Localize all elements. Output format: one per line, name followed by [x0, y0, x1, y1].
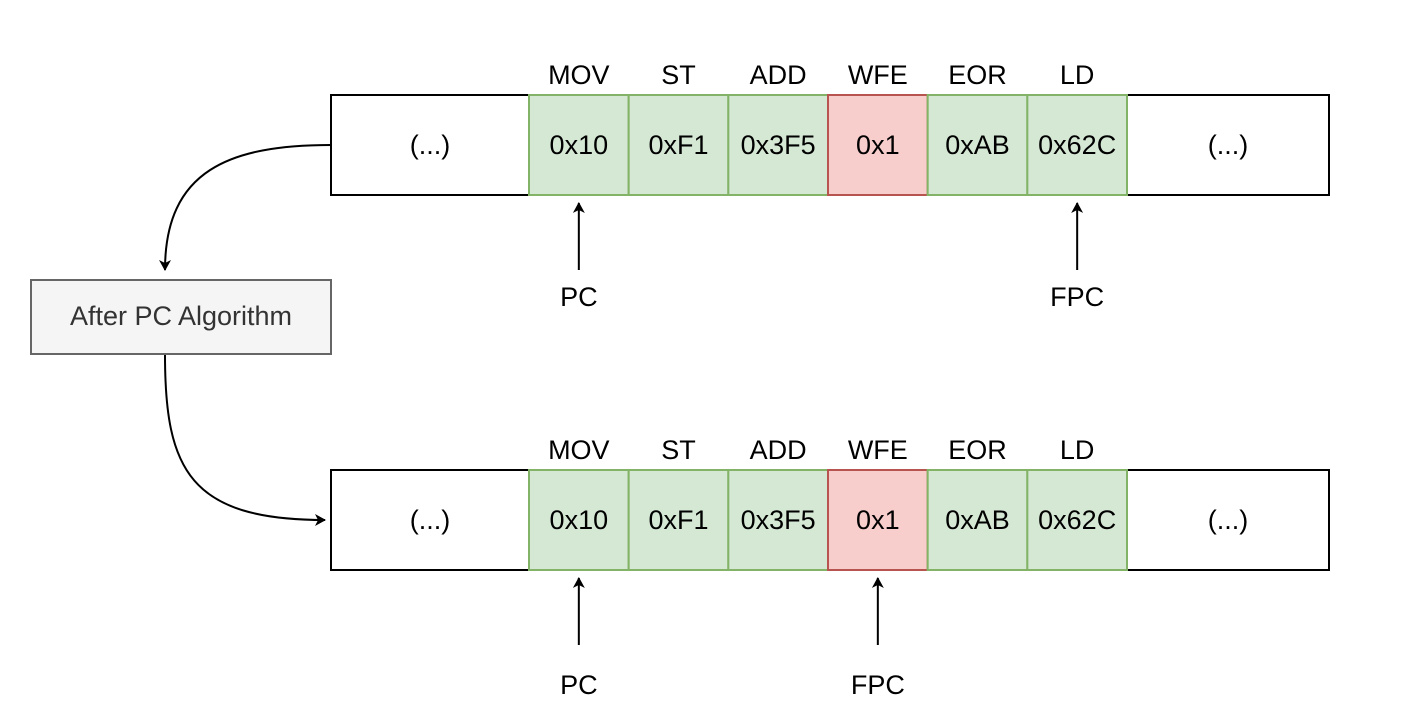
memory-cell-mnemonic: WFE [848, 435, 908, 465]
memory-cell-mnemonic: ST [661, 435, 696, 465]
memory-cell-mnemonic: EOR [948, 435, 1007, 465]
memory-cell-value: 0x1 [856, 505, 900, 535]
memory-cell-mnemonic: MOV [548, 60, 610, 90]
memory-cell-value: 0xF1 [648, 130, 708, 160]
memory-cell-mnemonic: ADD [750, 60, 807, 90]
memory-cell-value: 0x1 [856, 130, 900, 160]
memory-cell-mnemonic: MOV [548, 435, 610, 465]
memory-ellipsis-right-box [1126, 469, 1330, 571]
process-box-shape [30, 279, 332, 355]
memory-strip-before: (...) (...) 0x10 MOV 0xF1 ST 0x3F5 ADD 0x1 WFE 0xA… [330, 60, 1330, 312]
memory-ellipsis-right: (...) [1208, 505, 1249, 535]
process-box: After PC Algorithm [30, 279, 332, 355]
memory-cell [926, 469, 1029, 571]
pointer-label-pc: PC [560, 282, 598, 312]
memory-cell [827, 469, 929, 571]
memory-cell [926, 94, 1029, 196]
memory-cell-mnemonic: EOR [948, 60, 1007, 90]
memory-cell-value: 0x10 [550, 130, 609, 160]
memories-layer: (...)(...)0x10MOV0xF1ST0x3F5ADD0x1WFE0xA… [330, 60, 1330, 700]
memory-cell [727, 469, 829, 571]
memory-cell-value: 0x3F5 [741, 130, 816, 160]
memory-cell-value: 0x10 [550, 505, 609, 535]
memory-cell [627, 94, 730, 196]
memory-cell [827, 94, 929, 196]
pointer-label-fpc: FPC [1050, 282, 1104, 312]
memory-cell-mnemonic: ADD [750, 435, 807, 465]
memory-cell [528, 469, 630, 571]
memory-cell-mnemonic: LD [1060, 60, 1095, 90]
memory-ellipsis-left: (...) [410, 505, 451, 535]
memory-cell-value: 0xAB [945, 130, 1010, 160]
memory-ellipsis-left: (...) [410, 130, 451, 160]
memory-cell-value: 0xF1 [648, 505, 708, 535]
connector-to-process [159, 144, 332, 271]
memory-cell-value: 0xAB [945, 505, 1010, 535]
pointer-label-pc: PC [560, 670, 598, 700]
memory-cell-value: 0x3F5 [741, 505, 816, 535]
memory-cell-mnemonic: WFE [848, 60, 908, 90]
memory-ellipsis-left-box [330, 94, 530, 196]
memory-ellipsis-left-box [330, 469, 530, 571]
memory-cell-value: 0x62C [1038, 130, 1116, 160]
process-box-label: After PC Algorithm [70, 301, 292, 331]
memory-ellipsis-right-box [1126, 94, 1330, 196]
memory-cell [1026, 94, 1129, 196]
pointer-label-fpc: FPC [851, 670, 905, 700]
memory-cell-value: 0x62C [1038, 505, 1116, 535]
connector-to-after-memory [164, 354, 326, 526]
memory-cell [1026, 469, 1129, 571]
memory-ellipsis-right: (...) [1208, 130, 1249, 160]
memory-cell-mnemonic: LD [1060, 435, 1095, 465]
memory-cell-mnemonic: ST [661, 60, 696, 90]
memory-cell [727, 94, 829, 196]
memory-strip-after: (...) (...) 0x10 MOV 0xF1 ST 0x3F5 ADD 0x1 WFE 0xA… [330, 435, 1330, 700]
